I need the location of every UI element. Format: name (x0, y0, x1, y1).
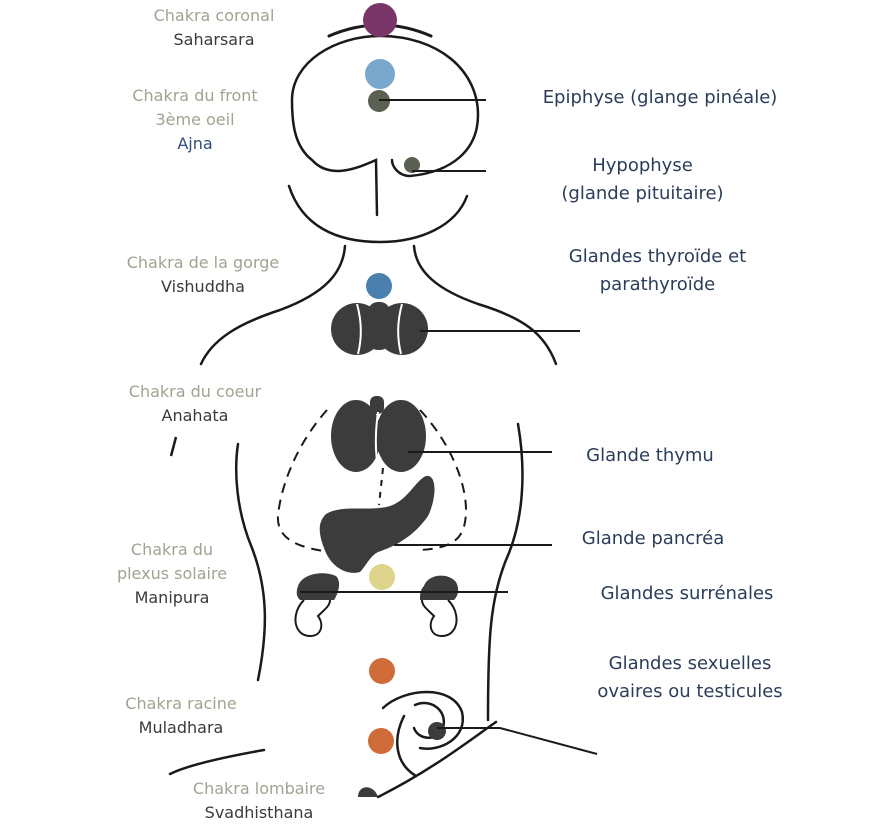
chakra-sanskrit: Saharsara (173, 30, 255, 49)
thymus-gland (331, 396, 426, 472)
gland-label-adrenals: Glandes surrénales (572, 580, 802, 608)
left-kidney (294, 599, 331, 638)
chakra-label-throat: Chakra de la gorge Vishuddha (113, 251, 293, 299)
chakra-label-solar-plexus: Chakra du plexus solaire Manipura (92, 538, 252, 610)
chakra-dot-throat (366, 273, 392, 299)
chakra-label-root: Chakra racine Muladhara (101, 692, 261, 740)
chakra-label-sacral: Chakra lombaire Svadhisthana (179, 777, 339, 825)
right-adrenal (420, 575, 459, 600)
chakra-dot-third-eye (365, 59, 395, 89)
gland-name: ovaires ou testicules (597, 681, 783, 702)
pelvis-outline (381, 690, 465, 750)
chakra-name: Chakra coronal (153, 6, 275, 25)
right-kidney (421, 599, 458, 638)
chakra-dot-root (369, 658, 395, 684)
chakra-sanskrit: Manipura (134, 588, 210, 607)
gland-name: Glande thymu (586, 445, 714, 466)
left-adrenal (296, 573, 340, 600)
chakra-label-third-eye: Chakra du front 3ème oeil Ajna (115, 84, 275, 156)
chakra-sanskrit: Svadhisthana (204, 803, 314, 822)
chakra-sanskrit: Ajna (177, 134, 213, 153)
chakra-name: Chakra lombaire (192, 779, 326, 798)
gland-name: Hypophyse (592, 155, 693, 176)
chakra-name: plexus solaire (116, 564, 228, 583)
gland-label-thymus: Glande thymu (560, 442, 740, 470)
leader-gonads-ext (499, 727, 598, 755)
chakra-dot-solar-plexus (369, 564, 395, 590)
gonad-gland (428, 722, 446, 740)
chakra-name: Chakra du coeur (128, 382, 262, 401)
chakra-sanskrit: Muladhara (138, 718, 224, 737)
jaw-outline (287, 184, 469, 244)
gland-name: (glande pituitaire) (561, 183, 724, 204)
chakra-name: Chakra racine (125, 694, 237, 713)
chakra-name: Chakra du front (132, 86, 258, 105)
chakra-sanskrit: Vishuddha (161, 277, 245, 296)
chakra-name: Chakra du (130, 540, 214, 559)
chakra-label-heart: Chakra du coeur Anahata (115, 380, 275, 428)
gland-name: Glandes sexuelles (608, 653, 772, 674)
gland-label-thyroid: Glandes thyroïde et parathyroïde (535, 243, 780, 299)
thyroid-gland (331, 302, 428, 355)
chakra-dot-sacral (368, 728, 394, 754)
gland-name: Epiphyse (glange pinéale) (542, 87, 778, 108)
gland-label-pineal: Epiphyse (glange pinéale) (520, 84, 800, 112)
chakra-name: Chakra de la gorge (126, 253, 280, 272)
gland-name: Glandes surrénales (600, 583, 774, 604)
chakra-sanskrit: Anahata (161, 406, 229, 425)
pancreas-gland (319, 475, 435, 573)
gland-name: Glande pancréa (581, 528, 725, 549)
tailbone-gland (358, 787, 378, 797)
gland-label-pancreas: Glande pancréa (563, 525, 743, 553)
gland-name: Glandes thyroïde et (568, 246, 747, 267)
gland-label-pituitary: Hypophyse (glande pituitaire) (520, 152, 765, 208)
chakra-dot-crown (363, 3, 397, 37)
gonad-curve (396, 714, 418, 778)
pituitary-gland (404, 157, 420, 173)
hip-line (168, 748, 266, 776)
chakra-name: 3ème oeil (155, 110, 235, 129)
gland-label-gonads: Glandes sexuelles ovaires ou testicules (575, 650, 805, 706)
left-shoulder (199, 244, 347, 366)
left-torso (234, 442, 267, 682)
right-shoulder (412, 244, 558, 366)
right-torso (486, 422, 524, 722)
chakra-label-crown: Chakra coronal Saharsara (134, 4, 294, 52)
gland-name: parathyroïde (599, 274, 716, 295)
left-arm-line (169, 436, 178, 457)
